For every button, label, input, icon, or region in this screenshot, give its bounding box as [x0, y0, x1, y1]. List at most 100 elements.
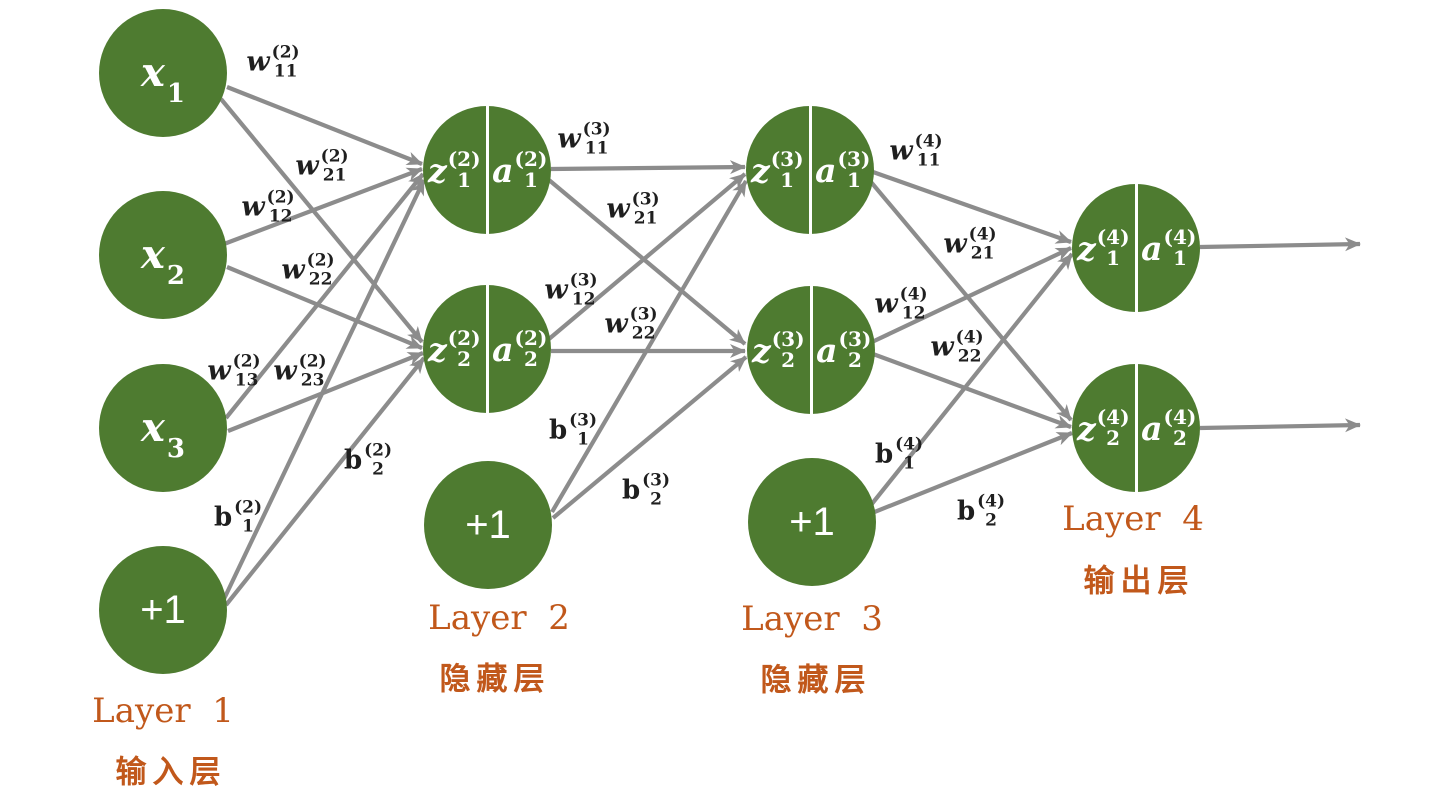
a-value: a (3)2 [813, 329, 876, 371]
edge-bias3-to-z1-l4 [869, 252, 1074, 507]
edge-output-2 [1199, 418, 1361, 433]
weight-sup: (3) [582, 119, 611, 140]
weight-supsub: (4)12 [900, 285, 928, 322]
z-sub: 1 [780, 168, 795, 192]
node-divider [809, 286, 813, 414]
a-var: a [816, 330, 838, 370]
z-supsub: (2)1 [448, 149, 481, 191]
a-var: a [1141, 408, 1163, 448]
weight-var: w [889, 135, 913, 167]
edge-output-1 [1199, 237, 1361, 252]
z-var: z [751, 330, 771, 370]
bias-supsub: (2)1 [234, 498, 262, 535]
weight-supsub: (4)21 [969, 225, 997, 262]
weight-sub: 22 [308, 269, 333, 289]
bias-sup: (2) [234, 497, 263, 518]
node-z2-a2-layer3: z (3)2 a (3)2 [747, 286, 875, 414]
weight-var: w [604, 308, 628, 340]
z-supsub: (3)2 [772, 329, 805, 371]
bias-sub: 2 [372, 459, 385, 479]
bias-sub: 1 [903, 453, 916, 473]
weight-label-w22-2: w (2)22 [281, 251, 334, 288]
z-value: z (2)1 [423, 149, 486, 191]
weight-supsub: (2)22 [307, 251, 335, 288]
weight-supsub: (2)13 [233, 352, 261, 389]
node-z1-a1-layer2: z (2)1 a (2)1 [423, 106, 551, 234]
a-value: a (2)1 [489, 149, 552, 191]
weight-sup: (4) [914, 131, 943, 152]
node-bias-layer2: +1 [424, 461, 552, 589]
node-divider [485, 285, 489, 413]
node-z2-a2-layer2: z (2)2 a (2)2 [423, 285, 551, 413]
weight-sub: 12 [268, 206, 293, 226]
weight-sup: (2) [306, 250, 335, 271]
bias-label-b1-2: b (2)1 [214, 498, 262, 535]
edge-x2-to-z2-l2 [226, 265, 423, 350]
weight-sub: 21 [322, 165, 347, 185]
weight-supsub: (3)21 [632, 190, 660, 227]
weight-supsub: (2)21 [321, 147, 349, 184]
z-sub: 2 [1106, 426, 1121, 450]
a-sub: 2 [1172, 426, 1187, 450]
bias-sub: 1 [242, 516, 255, 536]
z-value: z (4)1 [1072, 227, 1135, 269]
node-bias-layer3: +1 [748, 458, 876, 586]
z-supsub: (2)2 [448, 328, 481, 370]
z-var: z [427, 150, 447, 190]
weight-var: w [943, 228, 967, 260]
node-divider [1134, 184, 1138, 312]
weight-label-w12-3: w (3)12 [544, 271, 597, 308]
z-var: z [1076, 228, 1096, 268]
bias-sub: 2 [985, 510, 998, 530]
weight-supsub: (4)22 [956, 328, 984, 365]
a-supsub: (4)2 [1164, 407, 1197, 449]
bias2-label: +1 [465, 503, 511, 547]
a-value: a (4)2 [1138, 407, 1201, 449]
bias-sub: 2 [650, 489, 663, 509]
layer4-name: Layer 4 [1062, 499, 1204, 539]
weight-sup: (2) [271, 42, 300, 63]
weight-supsub: (2)11 [272, 43, 300, 80]
weight-sub: 22 [957, 346, 982, 366]
a-sup: (2) [514, 147, 548, 171]
weight-sup: (3) [569, 270, 598, 291]
weight-sub: 12 [571, 289, 596, 309]
bias-supsub: (2)2 [364, 441, 392, 478]
bias-supsub: (3)1 [569, 411, 597, 448]
z-value: z (3)2 [747, 329, 810, 371]
weight-sup: (4) [968, 224, 997, 245]
weight-sup: (3) [629, 304, 658, 325]
weight-var: w [281, 254, 305, 286]
a-sub: 1 [846, 168, 861, 192]
node-bias-layer1: +1 [99, 546, 227, 674]
weight-label-w11-3: w (3)11 [557, 120, 610, 157]
edge-a2-l2-to-z1-l3 [547, 172, 747, 341]
edge-a1-l2-to-z2-l3 [547, 178, 747, 346]
weight-var: w [207, 355, 231, 387]
weight-label-w22-3: w (3)22 [604, 305, 657, 342]
weight-sub: 23 [300, 370, 325, 390]
z-sup: (4) [1096, 225, 1130, 249]
a-sub: 1 [1172, 246, 1187, 270]
weight-supsub: (2)12 [267, 188, 295, 225]
bias-sub: 1 [577, 429, 590, 449]
weight-var: w [606, 193, 630, 225]
node-divider [1134, 364, 1138, 492]
weight-sub: 11 [273, 61, 298, 81]
weight-label-w11-4: w (4)11 [889, 132, 942, 169]
a-sup: (4) [1163, 225, 1197, 249]
edge-x1-to-z2-l2 [219, 97, 424, 344]
a-sup: (2) [514, 326, 548, 350]
x1-label: x [141, 49, 165, 96]
edge-bias2-to-z1-l3 [550, 179, 748, 514]
a-sub: 2 [847, 348, 862, 372]
weight-label-w21-2: w (2)21 [295, 147, 348, 184]
edge-a2-l3-to-z1-l4 [871, 246, 1072, 344]
weight-label-w21-3: w (3)21 [606, 190, 659, 227]
layer2-name: Layer 2 [428, 598, 570, 638]
